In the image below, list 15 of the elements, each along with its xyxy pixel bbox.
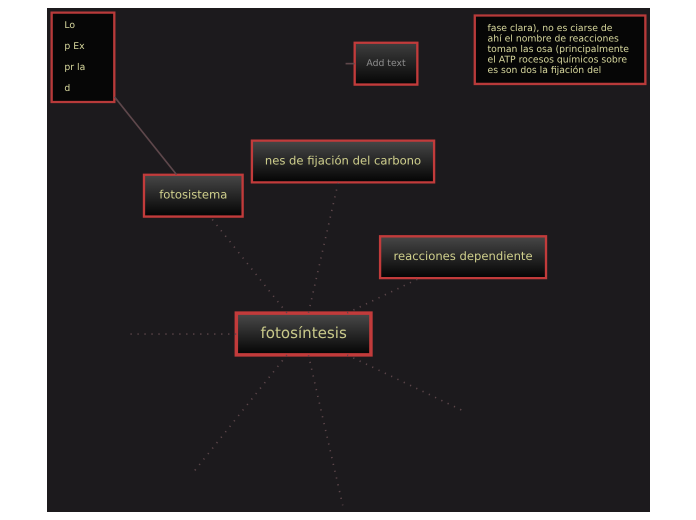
connector [209, 216, 288, 314]
node-box: nes de fijación del carbono [250, 139, 435, 184]
node-box: reacciones dependiente [378, 235, 547, 280]
connector [345, 62, 354, 64]
connector [346, 354, 462, 412]
connector [113, 96, 177, 176]
connector [346, 277, 420, 314]
node-box: Add text [353, 42, 418, 86]
connector [192, 354, 287, 472]
connector [307, 354, 344, 506]
node-box: fase clara), no es ciarse de ahí el nombre de reacciones toman las osa (principalmente el ATP rocesos químicos sobre es son dos la fijación del [473, 14, 646, 86]
node-box: Lo p Ex pr la d [50, 11, 115, 104]
node-box: fotosíntesis [234, 311, 372, 357]
connector [307, 182, 338, 314]
node-box: fotosistema [142, 174, 244, 218]
